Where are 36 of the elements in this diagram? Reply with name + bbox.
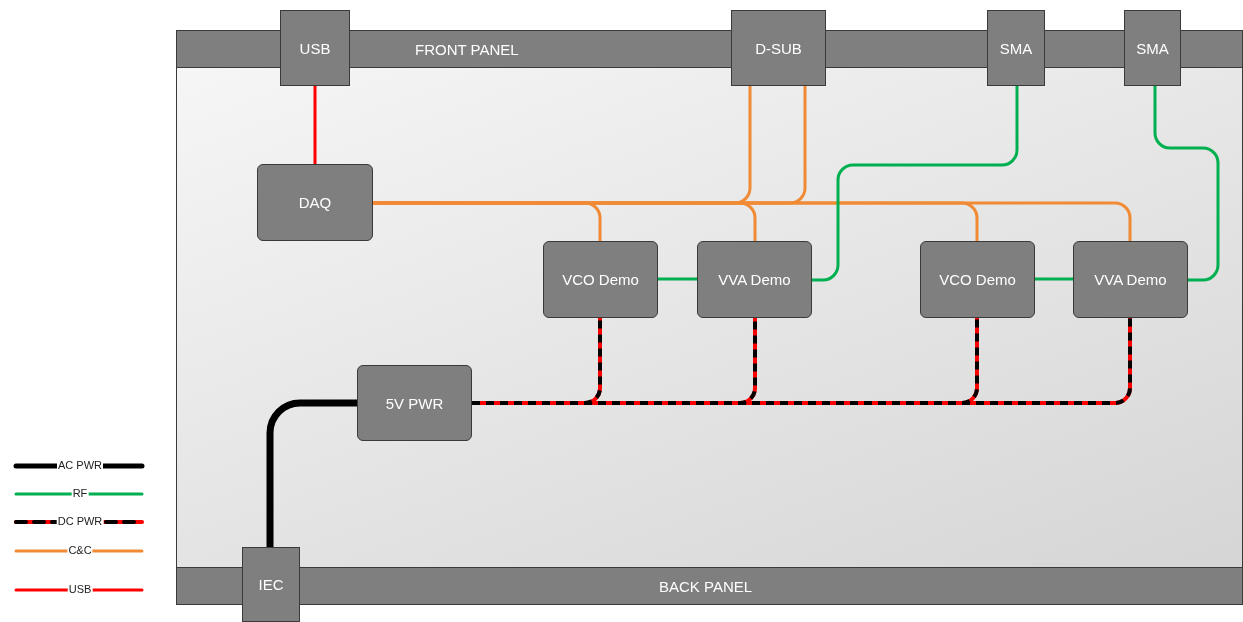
box-label: VVA Demo bbox=[718, 271, 791, 288]
box-label: USB bbox=[299, 39, 331, 57]
cable bbox=[313, 86, 317, 164]
cable bbox=[658, 277, 697, 281]
legend-label: USB bbox=[67, 583, 93, 596]
cable bbox=[1035, 277, 1073, 281]
sma-port bbox=[987, 10, 1045, 86]
box-label: D-SUB bbox=[755, 39, 802, 57]
power-supply-box bbox=[357, 365, 472, 441]
box-label: 5V PWR bbox=[385, 394, 444, 412]
vva-demo-box bbox=[697, 241, 812, 318]
panel-label: BACK PANEL bbox=[659, 577, 753, 595]
legend-label: C&C bbox=[67, 544, 93, 557]
daq-box bbox=[257, 164, 373, 241]
box-label: IEC bbox=[258, 576, 284, 593]
box-label: VVA Demo bbox=[1094, 271, 1167, 288]
d-sub-port bbox=[731, 10, 826, 86]
legend-label: AC PWR bbox=[57, 459, 103, 472]
cable bbox=[266, 399, 357, 547]
box-label: SMA bbox=[1136, 39, 1169, 57]
vco-demo-box bbox=[543, 241, 658, 318]
legend-label: RF bbox=[71, 487, 89, 500]
cable bbox=[1153, 86, 1220, 282]
cable bbox=[812, 86, 1019, 282]
usb-port bbox=[280, 10, 350, 86]
legend-label: DC PWR bbox=[56, 515, 104, 528]
panel-label: FRONT PANEL bbox=[415, 40, 519, 58]
vva-demo-box bbox=[1073, 241, 1188, 318]
box-label: VCO Demo bbox=[939, 271, 1016, 288]
sma-port bbox=[1124, 10, 1181, 86]
box-label: SMA bbox=[999, 39, 1033, 57]
iec-port bbox=[242, 547, 300, 622]
vco-demo-box bbox=[920, 241, 1035, 318]
box-label: DAQ bbox=[298, 194, 332, 211]
box-label: VCO Demo bbox=[562, 271, 639, 288]
back-panel-band bbox=[176, 567, 1243, 605]
